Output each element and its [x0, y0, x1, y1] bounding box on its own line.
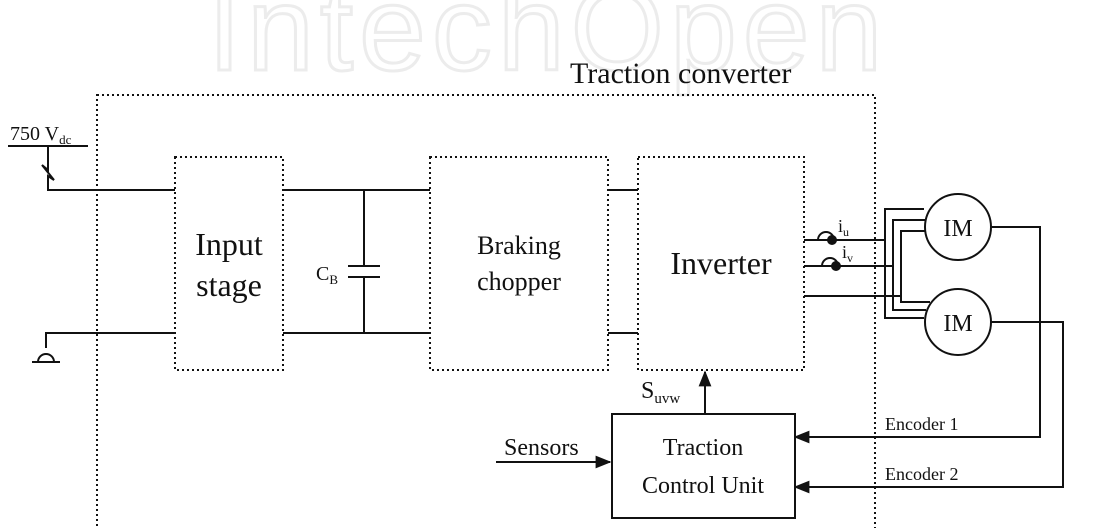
supply-voltage-label: 750 Vdc: [10, 123, 72, 147]
traction-converter-boundary: [96, 94, 876, 528]
capacitor-label: CB: [316, 263, 338, 287]
encoder-2-feedback: [793, 321, 1064, 494]
input-stage-label-1: Input: [195, 226, 263, 262]
motor-1-label: IM: [943, 216, 972, 242]
input-stage-label-2: stage: [196, 267, 262, 303]
braking-chopper-label-1: Braking: [477, 231, 561, 260]
inverter-block: [637, 156, 805, 371]
sensors-label: Sensors: [504, 435, 579, 461]
traction-control-unit-block: [611, 413, 796, 519]
tcu-label-2: Control Unit: [642, 473, 764, 499]
encoder-1-feedback: [793, 226, 1041, 444]
traction-converter-title: Traction converter: [570, 57, 791, 90]
encoder-1-label: Encoder 1: [885, 414, 958, 434]
switching-signal-label: Suvw: [641, 378, 680, 407]
encoder-2-label: Encoder 2: [885, 464, 958, 484]
current-label-v: iv: [842, 242, 853, 265]
braking-chopper-block: [429, 156, 609, 371]
tcu-label-1: Traction: [663, 435, 743, 461]
input-stage-block: [174, 156, 284, 371]
ground-symbol-icon: [37, 353, 55, 363]
inverter-label: Inverter: [670, 245, 772, 281]
supply-positive-wire: [41, 146, 175, 191]
current-label-u: iu: [838, 216, 849, 239]
watermark-text: IntechOpen: [208, 0, 888, 96]
braking-chopper-label-2: chopper: [477, 267, 561, 296]
ground-wire: [45, 332, 175, 348]
motor-2-label: IM: [943, 311, 972, 337]
